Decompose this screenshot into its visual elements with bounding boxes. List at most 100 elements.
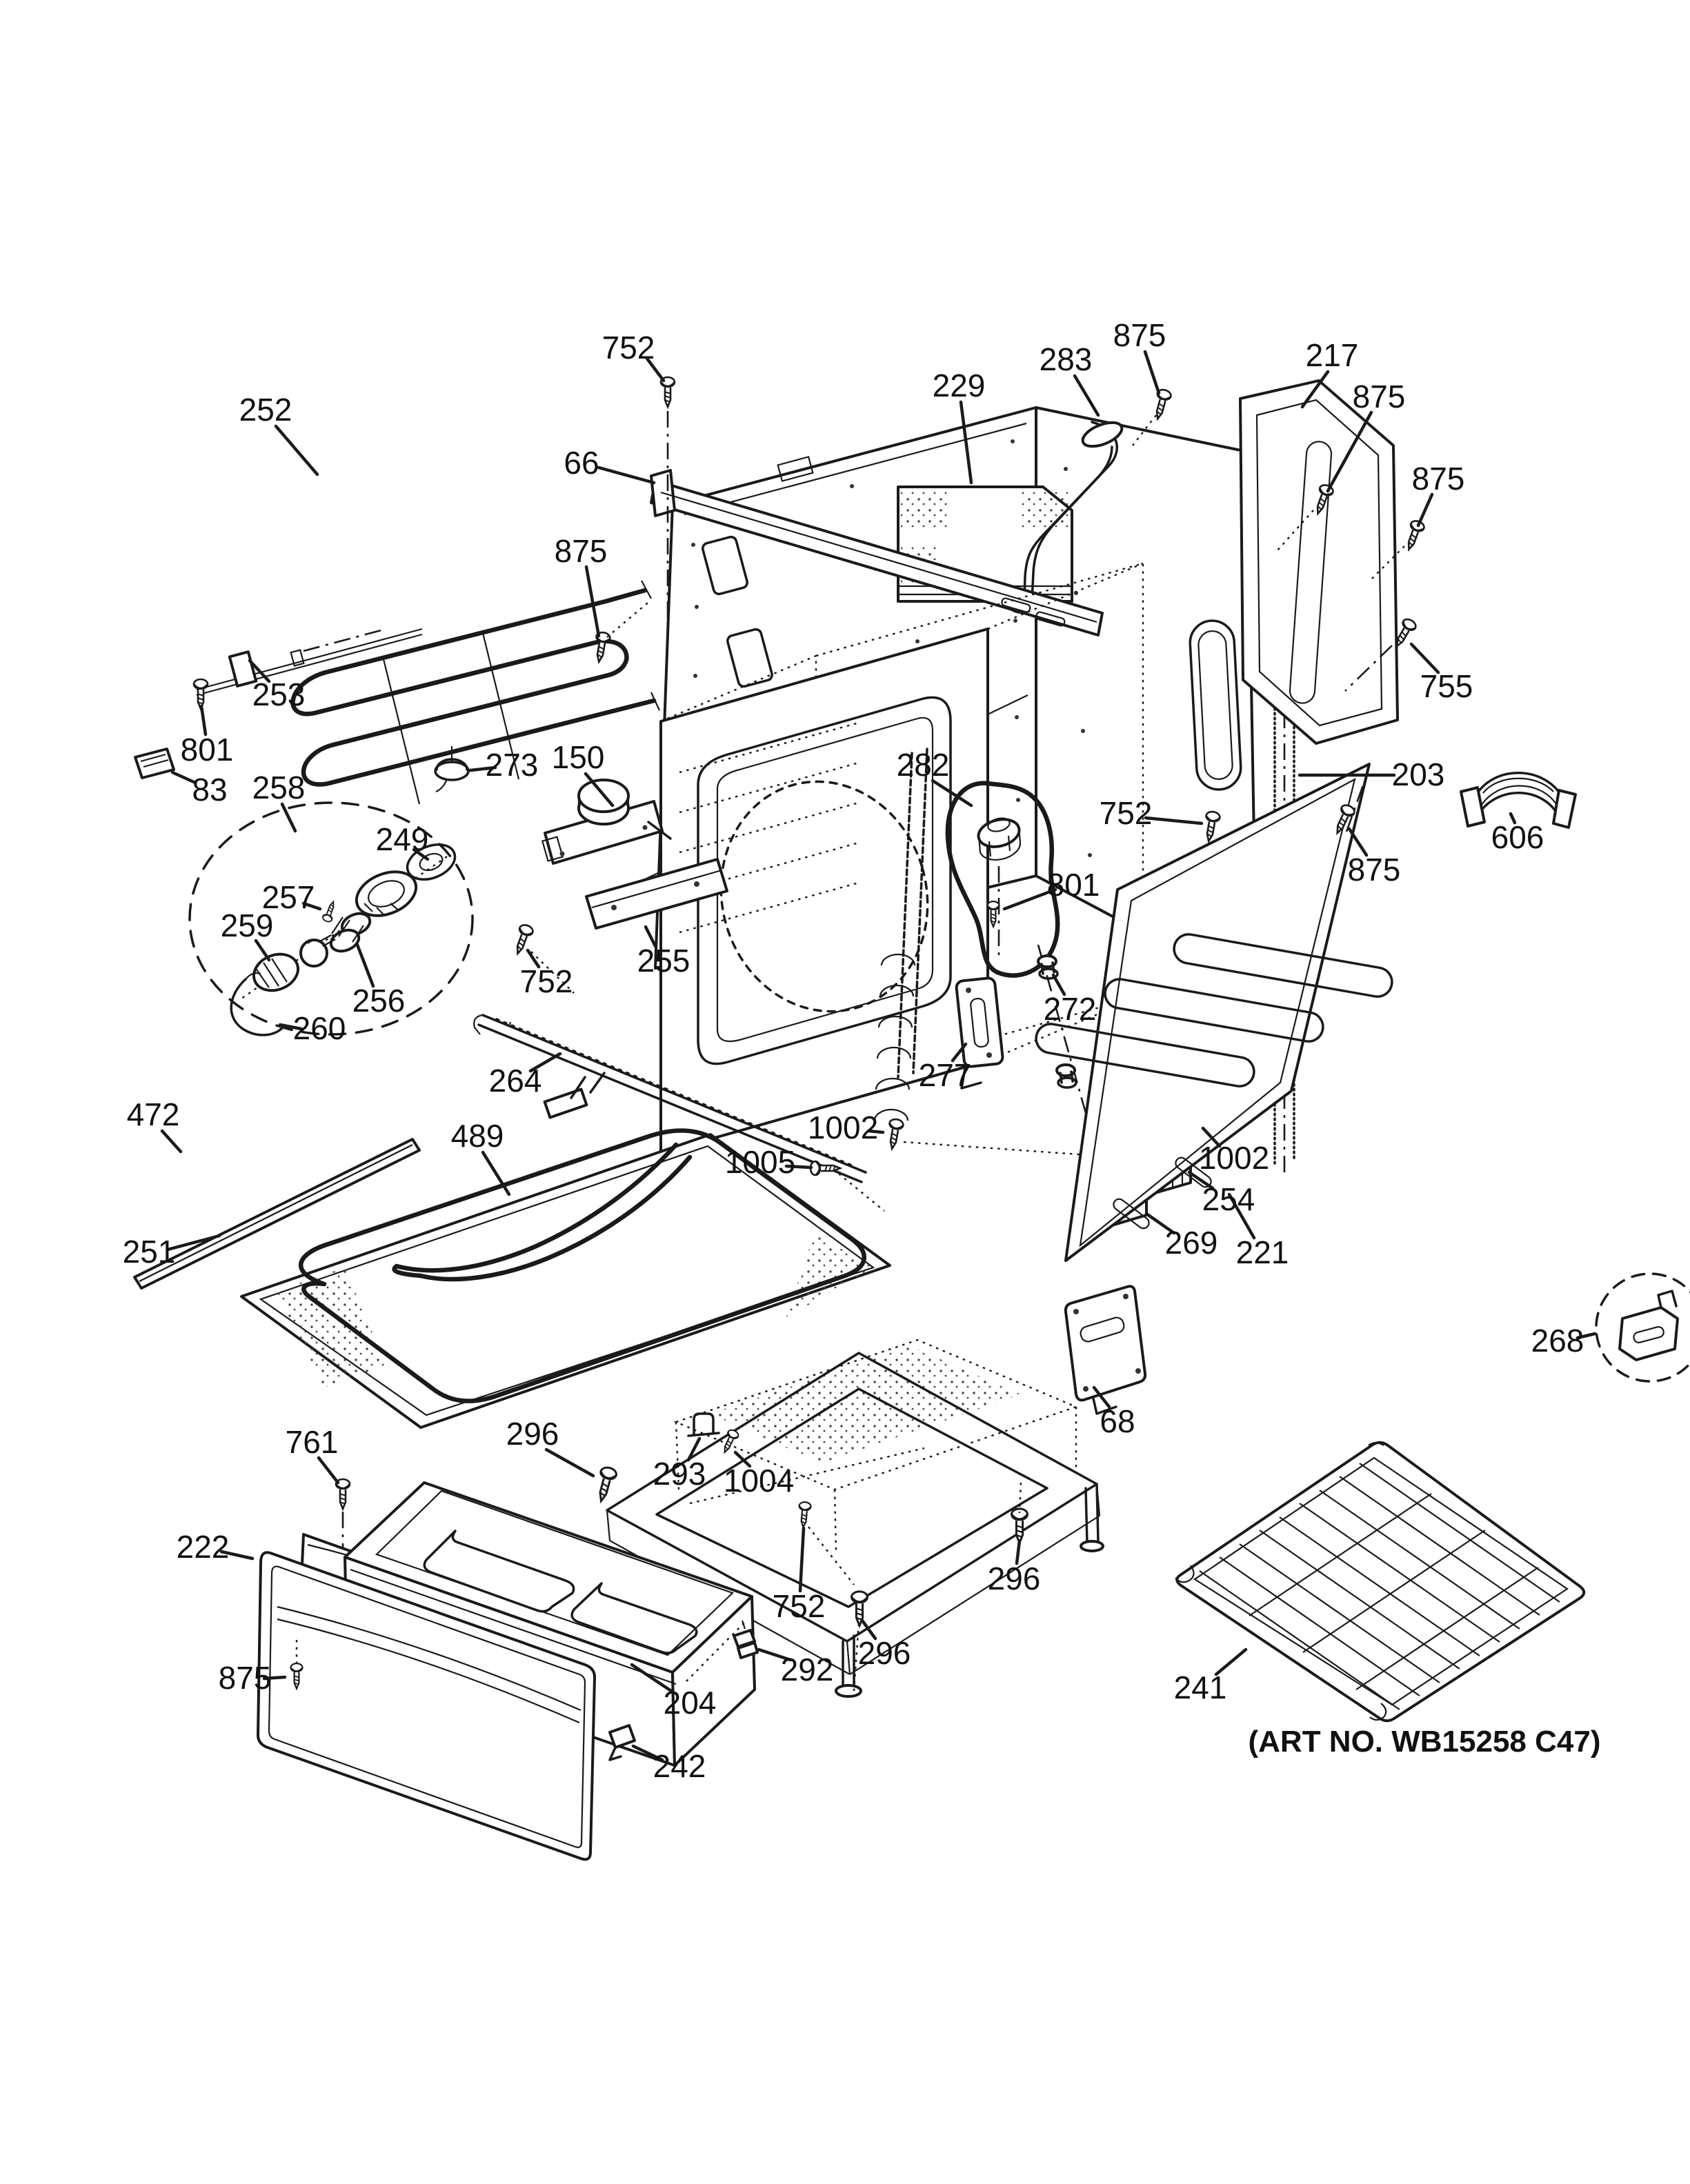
callout-293: 293	[653, 1456, 706, 1492]
callout-254: 254	[1202, 1181, 1255, 1217]
drawer-front-222	[257, 1551, 596, 1861]
callout-150: 150	[552, 739, 605, 775]
callout-282: 282	[897, 747, 950, 783]
callout-489: 489	[451, 1118, 504, 1154]
callout-1005: 1005	[725, 1144, 795, 1180]
side-panel-217	[1239, 379, 1399, 745]
broil-element-252	[290, 580, 660, 805]
leader-lines	[160, 350, 1597, 1762]
screw-1002-a	[884, 1117, 905, 1151]
spacer-83	[134, 748, 175, 779]
screw-296-b-axis	[1018, 1482, 1022, 1514]
callout-296-a: 296	[506, 1416, 559, 1452]
grommet-273	[434, 746, 470, 793]
callout-273: 273	[486, 747, 539, 783]
callout-260: 260	[293, 1010, 346, 1046]
light-assembly-kit-258	[188, 801, 474, 1036]
callout-755: 755	[1420, 668, 1473, 704]
roller-292	[733, 1620, 759, 1659]
wire-harness-606	[1460, 772, 1577, 829]
callout-752-top: 752	[602, 330, 655, 365]
clip-242	[608, 1724, 636, 1761]
screw-752-d	[796, 1501, 813, 1529]
screw-296-c	[851, 1590, 868, 1627]
callout-752-b: 752	[1100, 795, 1153, 831]
callout-241: 241	[1174, 1670, 1227, 1705]
callout-221: 221	[1236, 1234, 1289, 1270]
callout-801-a: 801	[181, 732, 234, 768]
callout-204: 204	[664, 1685, 717, 1721]
callout-249: 249	[376, 821, 429, 857]
callout-203: 203	[1392, 757, 1445, 792]
callout-268: 268	[1531, 1323, 1584, 1359]
callout-255: 255	[637, 943, 690, 979]
slide-rail-264	[473, 1014, 867, 1183]
latch-assembly-150	[541, 779, 672, 865]
callout-296-b: 296	[988, 1561, 1041, 1596]
callout-472: 472	[127, 1096, 180, 1132]
element-bracket-253	[196, 628, 423, 697]
callout-875-b: 875	[1353, 379, 1406, 414]
screw-296-a	[592, 1465, 619, 1504]
cover-plate-68	[1064, 1285, 1147, 1415]
callout-875-e: 875	[1348, 852, 1401, 888]
clip-293	[687, 1412, 720, 1437]
oven-rack-241	[1175, 1441, 1586, 1723]
callout-229: 229	[933, 368, 986, 403]
screw-296-b	[1011, 1507, 1028, 1544]
callout-1002-b: 1002	[1199, 1140, 1269, 1176]
callout-875-f: 875	[219, 1660, 272, 1696]
callout-264: 264	[489, 1063, 542, 1099]
screw-752-d-axis	[808, 1526, 855, 1585]
screw-752-c	[510, 922, 535, 957]
hinge-bracket-277	[955, 976, 1004, 1090]
callout-217: 217	[1306, 337, 1359, 373]
callout-752-d: 752	[773, 1588, 826, 1624]
callout-1002-a: 1002	[808, 1110, 878, 1145]
screw-801-b	[986, 901, 1000, 928]
rack-wires	[1199, 1463, 1560, 1710]
callout-256: 256	[352, 983, 406, 1019]
screw-875-b-axis	[1277, 510, 1314, 551]
callout-269: 269	[1165, 1225, 1218, 1261]
callout-761: 761	[286, 1424, 339, 1460]
callout-296-c: 296	[858, 1635, 911, 1671]
shelf-clip-268	[1595, 1272, 1690, 1383]
callout-257: 257	[262, 879, 315, 915]
callout-258: 258	[252, 770, 306, 805]
callout-801-b: 801	[1047, 867, 1100, 903]
trim-rail-472	[133, 1138, 421, 1290]
callout-68: 68	[1100, 1403, 1135, 1439]
screw-875-a	[1150, 387, 1173, 422]
callout-277: 277	[919, 1057, 972, 1093]
callout-875-d: 875	[555, 533, 608, 569]
callout-606: 606	[1491, 819, 1544, 855]
screw-752-c-axis	[530, 951, 575, 994]
art-number: (ART NO. WB15258 C47)	[1248, 1725, 1600, 1759]
callout-66: 66	[564, 445, 599, 481]
callout-292: 292	[781, 1652, 834, 1687]
screw-1005	[809, 1160, 842, 1176]
screw-755-axis	[1344, 645, 1393, 692]
screw-257	[321, 899, 339, 924]
callout-251: 251	[123, 1234, 176, 1270]
bracket-plate-255	[585, 858, 728, 930]
callout-253: 253	[252, 677, 306, 712]
callout-83: 83	[192, 772, 227, 808]
oven-liner	[659, 562, 1144, 1154]
callout-252: 252	[239, 392, 292, 428]
side-panel-221	[1035, 763, 1393, 1262]
spacer-clips-272	[1037, 944, 1090, 1123]
screw-875-d-axis	[606, 599, 652, 638]
screw-875-e-axis	[1345, 773, 1369, 832]
screw-875-c-axis	[1369, 545, 1405, 581]
callout-242: 242	[653, 1748, 706, 1784]
callout-283: 283	[1040, 341, 1093, 377]
callout-1004: 1004	[724, 1463, 794, 1499]
callout-875-a: 875	[1113, 317, 1166, 353]
screw-1005-axis	[838, 1173, 885, 1212]
light-gasket-282	[945, 781, 1060, 978]
callout-259: 259	[221, 908, 274, 943]
